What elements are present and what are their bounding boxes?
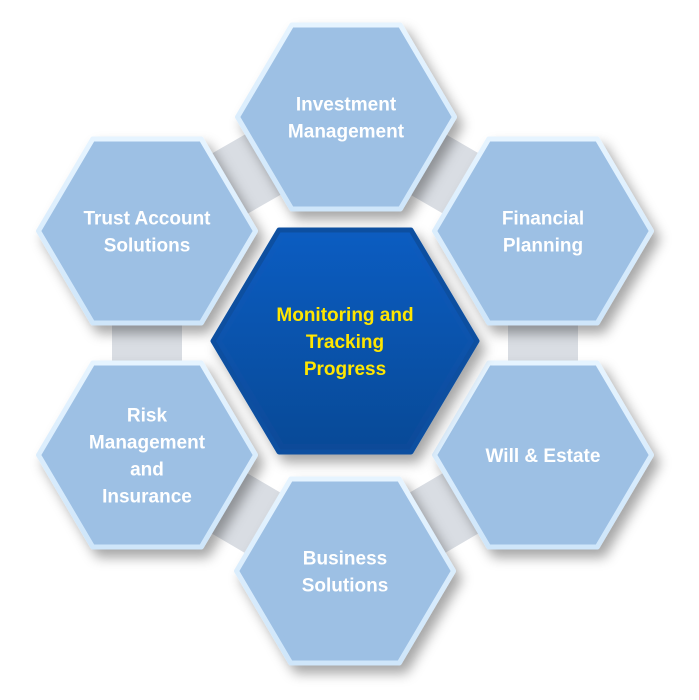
hexagon-label-line: Progress: [304, 359, 386, 380]
hexagon-inner: [245, 487, 445, 655]
hexagon-label-line: Financial: [502, 209, 584, 230]
hexagon-label-line: Tracking: [306, 332, 384, 353]
hexagon-will-estate: Will & Estate: [432, 360, 654, 550]
hexagon-label-line: Trust Account: [83, 209, 211, 230]
hexagon-label-line: Solutions: [302, 576, 389, 597]
hexagon-label-line: Monitoring and: [276, 305, 413, 326]
hexagon-label-line: Investment: [296, 95, 397, 116]
hexagon-label-line: Solutions: [104, 236, 191, 257]
hexagon-label-line: Planning: [503, 236, 583, 257]
hexagon-label-line: Management: [89, 433, 206, 454]
hexagon-label-line: Business: [303, 549, 387, 570]
hexagon-label-line: Insurance: [102, 487, 192, 508]
hexagon-inner: [222, 238, 468, 444]
hexagon-inner: [443, 371, 643, 539]
hexagon-inner: [246, 33, 446, 201]
hexagon-inner: [47, 147, 247, 315]
hexagon-label-line: Will & Estate: [486, 446, 601, 467]
hexagon-inner: [443, 147, 643, 315]
hexagon-label-line: and: [130, 460, 164, 481]
hexagon-inner: [47, 371, 247, 539]
hexagon-label-line: Management: [288, 122, 405, 143]
hexagon-label-line: Risk: [127, 406, 168, 427]
